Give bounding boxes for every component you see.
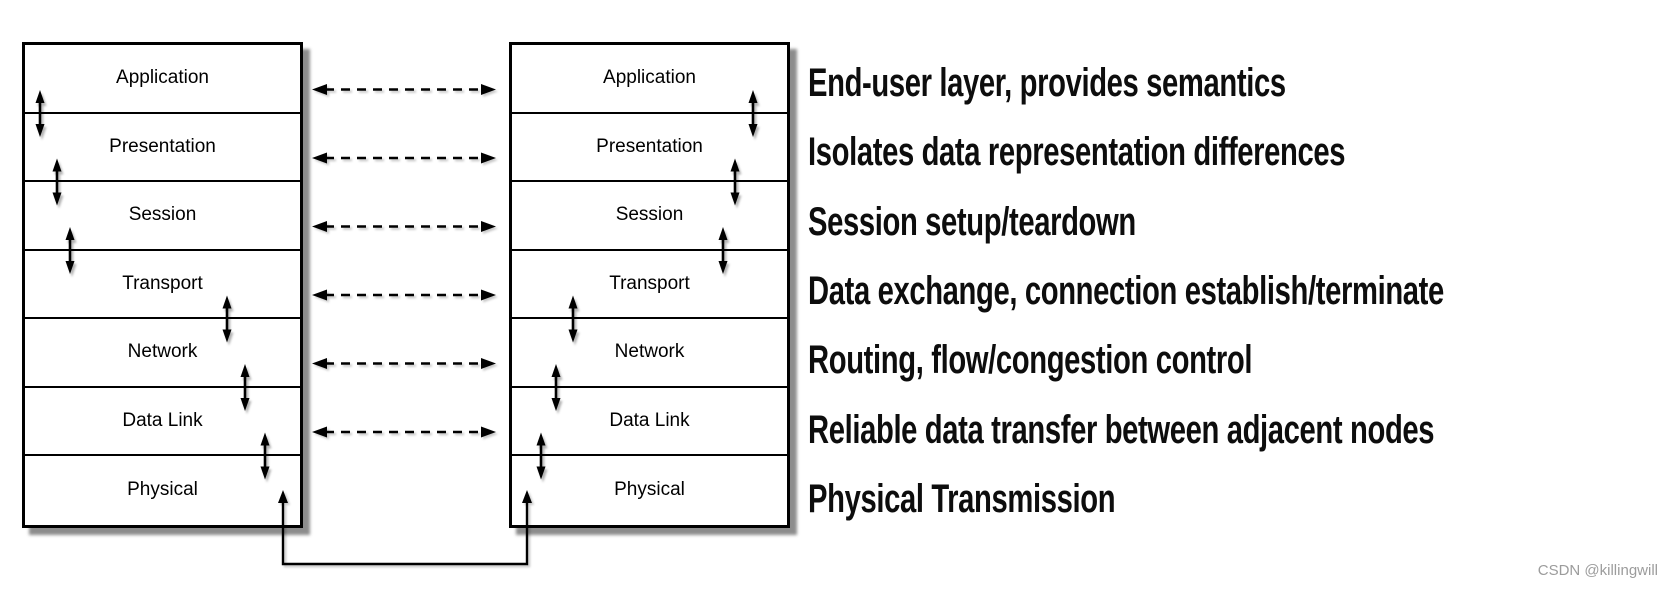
layer-row-application: Application bbox=[25, 45, 300, 114]
layer-row-transport: Transport bbox=[25, 251, 300, 319]
layer-row-application: Application bbox=[512, 45, 787, 114]
layer-label: Presentation bbox=[596, 135, 703, 157]
layer-row-network: Network bbox=[512, 319, 787, 388]
layer-row-network: Network bbox=[25, 319, 300, 388]
layer-row-session: Session bbox=[25, 182, 300, 251]
layer-row-transport: Transport bbox=[512, 251, 787, 319]
layer-label: Physical bbox=[614, 479, 685, 501]
layer-description-session: Session setup/teardown bbox=[808, 199, 1136, 244]
watermark: CSDN @killingwill bbox=[1537, 562, 1658, 579]
layer-row-presentation: Presentation bbox=[512, 114, 787, 182]
layer-label: Transport bbox=[122, 272, 203, 294]
layer-row-physical: Physical bbox=[512, 456, 787, 525]
layer-label: Presentation bbox=[109, 135, 216, 157]
layer-row-data-link: Data Link bbox=[512, 388, 787, 456]
layer-row-session: Session bbox=[512, 182, 787, 251]
layer-description-application: End-user layer, provides semantics bbox=[808, 61, 1286, 105]
layer-label: Application bbox=[603, 67, 696, 89]
peer-communication-arrow bbox=[312, 84, 496, 95]
layer-row-physical: Physical bbox=[25, 456, 300, 525]
peer-communication-arrow bbox=[312, 289, 496, 301]
peer-communication-arrow bbox=[312, 358, 496, 369]
layer-label: Session bbox=[128, 204, 197, 226]
layer-description-presentation: Isolates data representation differences bbox=[808, 130, 1346, 175]
physical-link-connector bbox=[278, 490, 532, 566]
layer-label: Data Link bbox=[122, 409, 203, 431]
layer-label: Network bbox=[127, 341, 198, 363]
layer-label: Transport bbox=[609, 272, 690, 294]
layer-label: Session bbox=[615, 204, 684, 226]
layer-row-presentation: Presentation bbox=[25, 114, 300, 182]
layer-description-transport: Data exchange, connection establish/term… bbox=[808, 268, 1444, 313]
layer-description-network: Routing, flow/congestion control bbox=[808, 338, 1253, 383]
layer-row-data-link: Data Link bbox=[25, 388, 300, 456]
layer-label: Physical bbox=[127, 479, 198, 501]
layer-description-physical: Physical Transmission bbox=[808, 476, 1116, 521]
layer-label: Application bbox=[116, 67, 209, 89]
peer-communication-arrow bbox=[312, 152, 496, 164]
layer-label: Network bbox=[614, 341, 685, 363]
layer-description-data-link: Reliable data transfer between adjacent … bbox=[808, 407, 1435, 452]
peer-communication-arrow bbox=[312, 426, 496, 438]
layer-label: Data Link bbox=[609, 409, 690, 431]
peer-communication-arrow bbox=[312, 221, 496, 232]
